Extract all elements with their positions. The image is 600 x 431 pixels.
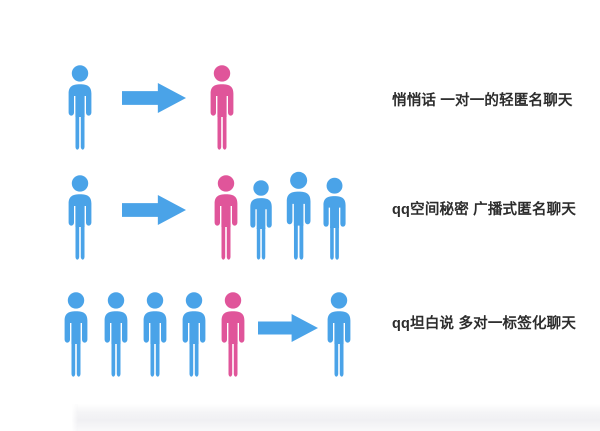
person-pictogram-blue xyxy=(246,180,276,260)
right-block-arrow-icon xyxy=(122,195,186,225)
diagram-row-2 xyxy=(0,165,600,260)
person-pictogram-blue xyxy=(282,171,315,260)
person-pictogram-pink xyxy=(206,65,238,150)
diagram-row-1 xyxy=(0,50,600,150)
person-pictogram-blue xyxy=(64,65,96,150)
bottom-gray-band-edge xyxy=(72,404,78,431)
person-pictogram-blue xyxy=(60,292,92,377)
bottom-gray-band xyxy=(72,404,600,431)
person-pictogram-blue xyxy=(64,175,96,260)
person-pictogram-pink xyxy=(210,175,242,260)
person-pictogram-blue xyxy=(139,292,171,377)
person-pictogram-pink xyxy=(217,292,249,377)
right-block-arrow-icon xyxy=(258,314,318,342)
row-1-caption: 悄悄话 一对一的轻匿名聊天 xyxy=(392,93,573,109)
person-pictogram-blue xyxy=(323,292,355,377)
diagram-row-3 xyxy=(0,282,600,377)
right-block-arrow-icon xyxy=(122,83,186,113)
row-2-caption: qq空间秘密 广播式匿名聊天 xyxy=(392,202,577,218)
row-3-caption: qq坦白说 多对一标签化聊天 xyxy=(392,316,577,332)
person-pictogram-blue xyxy=(178,292,210,377)
person-pictogram-blue xyxy=(100,292,132,377)
person-pictogram-blue xyxy=(319,177,350,260)
